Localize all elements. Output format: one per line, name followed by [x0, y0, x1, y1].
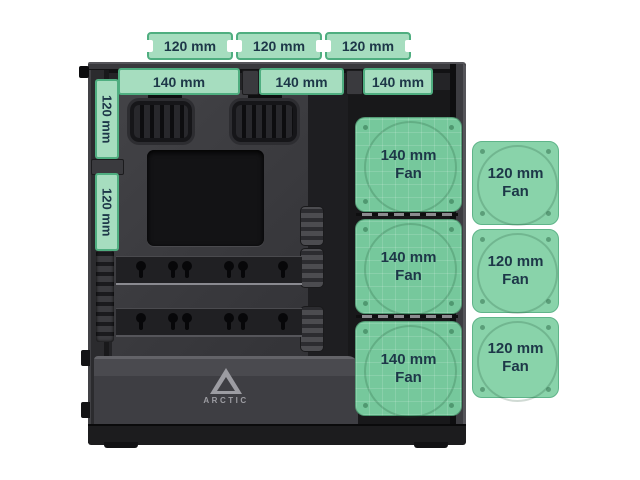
- fan-size-label: 140 mm: [380, 350, 437, 368]
- screw-hole-icon: [363, 125, 368, 130]
- fan-size-tag-120: 120 mm: [236, 32, 322, 60]
- fan-size-band-label: 140 mm: [152, 73, 206, 90]
- keyhole-slot: [238, 261, 248, 278]
- fan-slot-divider: [356, 315, 458, 318]
- fan-circle-icon: [477, 145, 558, 226]
- fan-circle-icon: [477, 233, 558, 314]
- arctic-triangle-icon: [210, 368, 242, 394]
- front-fan-size-tag-120: 120 mm: [95, 173, 119, 251]
- external-fan: 120 mm Fan: [472, 229, 559, 314]
- fan-circle-icon: [477, 321, 558, 402]
- fan-size-label: 140 mm: [380, 146, 437, 164]
- screw-hole-icon: [480, 325, 485, 330]
- fan-size-tag-label: 120 mm: [163, 38, 217, 54]
- vent-cover: [300, 248, 324, 288]
- fan-type-label: Fan: [502, 357, 529, 375]
- fan-type-label: Fan: [502, 183, 529, 200]
- case-foot: [414, 442, 448, 448]
- cable-grommet: [232, 101, 297, 142]
- fan-size-label: 120 mm: [487, 165, 544, 182]
- keyhole-slot: [182, 261, 192, 278]
- fan-size-tag-label: 120 mm: [341, 38, 395, 54]
- internal-fan-slot: 140 mm Fan: [355, 117, 462, 214]
- fan-size-label: 140 mm: [380, 248, 437, 266]
- fan-size-label: 120 mm: [487, 253, 544, 270]
- keyhole-slot: [136, 313, 146, 330]
- keyhole-slot: [136, 261, 146, 278]
- vent-cover: [300, 306, 324, 352]
- fan-size-band-140: 140 mm: [363, 68, 433, 95]
- rear-tab: [81, 402, 90, 418]
- fan-circle-icon: [364, 325, 457, 418]
- external-fan: 120 mm Fan: [472, 141, 559, 226]
- front-fan-size-tag-120: 120 mm: [95, 79, 119, 159]
- drive-mount-rail: [116, 308, 302, 337]
- fan-type-label: Fan: [395, 164, 422, 182]
- case-foot: [104, 442, 138, 448]
- arctic-logo: ARCTIC: [196, 367, 256, 415]
- front-fan-size-label: 120 mm: [99, 187, 115, 237]
- keyhole-slot: [224, 313, 234, 330]
- brand-text: ARCTIC: [203, 396, 249, 405]
- fan-size-tag-label: 120 mm: [252, 38, 306, 54]
- keyhole-slot: [182, 313, 192, 330]
- keyhole-slot: [278, 313, 288, 330]
- cable-strap-strip: [96, 250, 114, 342]
- external-fan: 120 mm Fan: [472, 317, 559, 402]
- keyhole-slot: [224, 261, 234, 278]
- grommet-clip: [148, 94, 182, 100]
- cable-grommet: [130, 101, 192, 142]
- fan-size-label: 120 mm: [487, 339, 544, 357]
- case-top-panel: [88, 62, 466, 73]
- fan-size-band-140: 140 mm: [118, 68, 240, 95]
- fan-type-label: Fan: [395, 368, 422, 386]
- screw-hole-icon: [480, 149, 485, 154]
- band-connector: [242, 70, 259, 95]
- screw-hole-icon: [480, 237, 485, 242]
- fan-size-band-label: 140 mm: [275, 73, 328, 90]
- internal-fan-slot: 140 mm Fan: [355, 219, 462, 316]
- fan-type-label: Fan: [395, 266, 422, 284]
- thumbscrew-icon: [79, 66, 89, 78]
- fan-size-band-140: 140 mm: [259, 68, 344, 95]
- rear-tab: [81, 350, 90, 366]
- case-bottom-frame: [88, 424, 466, 445]
- fan-slot-divider: [356, 213, 458, 216]
- screw-hole-icon: [363, 329, 368, 334]
- front-fan-size-label: 120 mm: [99, 94, 115, 144]
- cpu-cutout: [147, 150, 264, 246]
- fan-size-band-label: 140 mm: [371, 73, 425, 90]
- band-connector: [346, 70, 363, 95]
- screw-hole-icon: [363, 227, 368, 232]
- vent-cover: [300, 206, 324, 246]
- fan-size-tag-120: 120 mm: [325, 32, 411, 60]
- internal-fan-slot: 140 mm Fan: [355, 321, 462, 418]
- keyhole-slot: [168, 261, 178, 278]
- grommet-clip: [248, 94, 282, 100]
- fan-size-tag-120: 120 mm: [147, 32, 233, 60]
- drive-mount-rail: [116, 256, 302, 285]
- fan-type-label: Fan: [502, 271, 529, 288]
- keyhole-slot: [238, 313, 248, 330]
- keyhole-slot: [168, 313, 178, 330]
- keyhole-slot: [278, 261, 288, 278]
